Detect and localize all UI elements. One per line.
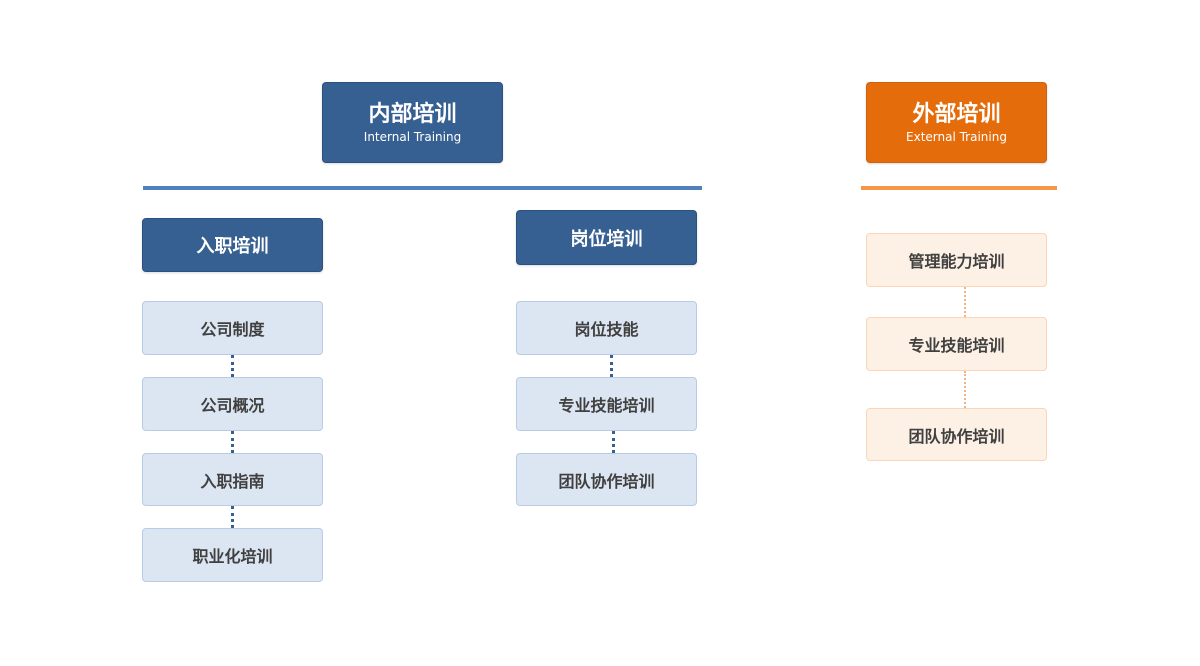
- external-connector: [964, 287, 966, 317]
- onboarding-item: 入职指南: [142, 453, 323, 506]
- position-connector: [610, 355, 613, 377]
- onboarding-connector: [231, 431, 234, 453]
- external-item-label: 专业技能培训: [908, 336, 1005, 355]
- external-item-label: 管理能力培训: [908, 252, 1005, 271]
- onboarding-training-title: 入职培训: [196, 236, 269, 257]
- external-item: 团队协作培训: [866, 408, 1047, 461]
- external-item: 管理能力培训: [866, 233, 1047, 287]
- external-training-subtitle: External Training: [906, 129, 1007, 144]
- position-training-header: 岗位培训: [516, 210, 697, 265]
- onboarding-item-label: 职业化培训: [192, 547, 273, 566]
- onboarding-item-label: 公司制度: [200, 320, 265, 339]
- onboarding-item: 职业化培训: [142, 528, 323, 582]
- external-training-title: 外部培训: [912, 101, 1001, 127]
- external-training-header: 外部培训 External Training: [866, 82, 1047, 163]
- position-item-label: 团队协作培训: [558, 471, 655, 491]
- onboarding-item-label: 公司概况: [200, 396, 265, 415]
- internal-divider-line: [143, 186, 702, 190]
- internal-training-title: 内部培训: [368, 101, 457, 127]
- position-item: 岗位技能: [516, 301, 697, 355]
- position-training-title: 岗位培训: [570, 228, 643, 250]
- internal-training-subtitle: Internal Training: [363, 129, 462, 144]
- position-item-label: 专业技能培训: [558, 396, 655, 415]
- position-item-label: 岗位技能: [574, 320, 639, 339]
- position-connector: [612, 431, 615, 453]
- external-item: 专业技能培训: [866, 317, 1047, 371]
- onboarding-training-header: 入职培训: [142, 218, 323, 272]
- onboarding-item: 公司概况: [142, 377, 323, 431]
- external-item-label: 团队协作培训: [908, 426, 1005, 446]
- onboarding-connector: [231, 355, 234, 377]
- external-divider-line: [861, 186, 1057, 190]
- onboarding-connector: [231, 506, 234, 528]
- position-item: 专业技能培训: [516, 377, 697, 431]
- onboarding-item-label: 入职指南: [200, 471, 265, 491]
- position-item: 团队协作培训: [516, 453, 697, 506]
- internal-training-header: 内部培训 Internal Training: [322, 82, 503, 163]
- external-connector: [964, 371, 966, 408]
- onboarding-item: 公司制度: [142, 301, 323, 355]
